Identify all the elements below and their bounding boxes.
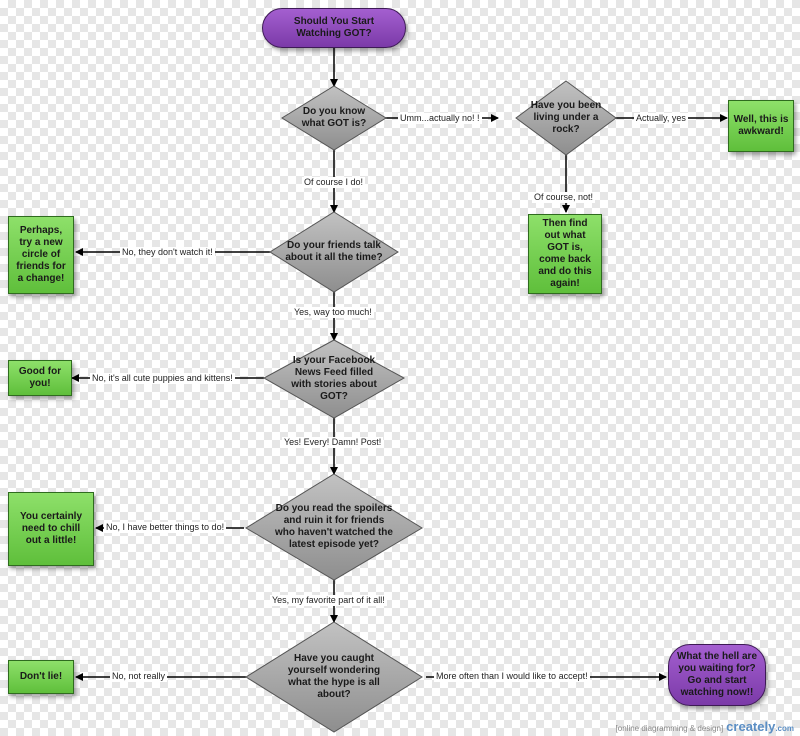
label-hype-yes: More often than I would like to accept! — [434, 671, 590, 682]
decision-rock-text: Have you been living under a rock? — [530, 100, 602, 135]
outcome-chill-out-text: You certainly need to chill out a little… — [19, 511, 83, 546]
label-facebook-no: No, it's all cute puppies and kittens! — [90, 373, 235, 384]
diamond-friends — [269, 211, 399, 293]
decision-facebook: Is your Facebook News Feed filled with s… — [264, 340, 404, 418]
diamond-know — [281, 85, 387, 151]
outcome-good-for-you-text: Good for you! — [18, 366, 62, 389]
start-terminal-text: Should You Start Watching GOT? — [293, 16, 375, 39]
outcome-awkward: Well, this is awkward! — [728, 100, 794, 152]
watermark-brand: creately — [726, 719, 776, 734]
decision-spoilers-text: Do you read the spoilers and ruin it for… — [275, 503, 393, 550]
label-friends-yes: Yes, way too much! — [292, 307, 374, 318]
decision-know: Do you know what GOT is? — [282, 86, 386, 150]
diamond-rock — [515, 80, 617, 156]
end-terminal-text: What the hell are you waiting for? Go an… — [676, 651, 757, 698]
diamond-hype — [245, 621, 423, 733]
label-spoilers-yes: Yes, my favorite part of it all! — [270, 595, 387, 606]
start-terminal: Should You Start Watching GOT? — [262, 8, 406, 48]
diamond-spoilers — [245, 473, 423, 581]
outcome-good-for-you: Good for you! — [8, 360, 72, 396]
outcome-awkward-text: Well, this is awkward! — [733, 114, 789, 137]
label-rock-yes: Actually, yes — [634, 113, 688, 124]
label-spoilers-no: No, I have better things to do! — [104, 522, 227, 533]
outcome-new-friends: Perhaps, try a new circle of friends for… — [8, 216, 74, 294]
decision-hype-text: Have you caught yourself wondering what … — [287, 653, 381, 700]
label-know-yes: Of course I do! — [302, 177, 366, 188]
diamond-facebook — [262, 339, 406, 419]
label-hype-no: No, not really — [110, 671, 168, 682]
creately-logo: creately.com — [726, 719, 794, 734]
outcome-new-friends-text: Perhaps, try a new circle of friends for… — [16, 225, 66, 284]
end-terminal: What the hell are you waiting for? Go an… — [668, 644, 766, 706]
label-friends-no: No, they don't watch it! — [120, 247, 215, 258]
decision-hype: Have you caught yourself wondering what … — [246, 622, 422, 732]
label-facebook-yes: Yes! Every! Damn! Post! — [282, 437, 384, 448]
outcome-find-out: Then find out what GOT is, come back and… — [528, 214, 602, 294]
label-rock-no: Of course, not! — [532, 192, 596, 203]
label-know-no: Umm...actually no! ! — [398, 113, 482, 124]
decision-friends: Do your friends talk about it all the ti… — [270, 212, 398, 292]
outcome-dont-lie-text: Don't lie! — [19, 671, 63, 682]
watermark-tagline: [online diagramming & design] — [615, 724, 724, 733]
watermark-brand-suffix: .com — [775, 724, 794, 733]
decision-know-text: Do you know what GOT is? — [301, 106, 367, 129]
outcome-chill-out: You certainly need to chill out a little… — [8, 492, 94, 566]
decision-facebook-text: Is your Facebook News Feed filled with s… — [291, 355, 377, 402]
decision-friends-text: Do your friends talk about it all the ti… — [285, 240, 383, 263]
outcome-dont-lie: Don't lie! — [8, 660, 74, 694]
decision-spoilers: Do you read the spoilers and ruin it for… — [246, 474, 422, 580]
creately-watermark: [online diagramming & design] creately.c… — [616, 719, 794, 734]
decision-rock: Have you been living under a rock? — [516, 81, 616, 155]
outcome-find-out-text: Then find out what GOT is, come back and… — [538, 218, 592, 289]
